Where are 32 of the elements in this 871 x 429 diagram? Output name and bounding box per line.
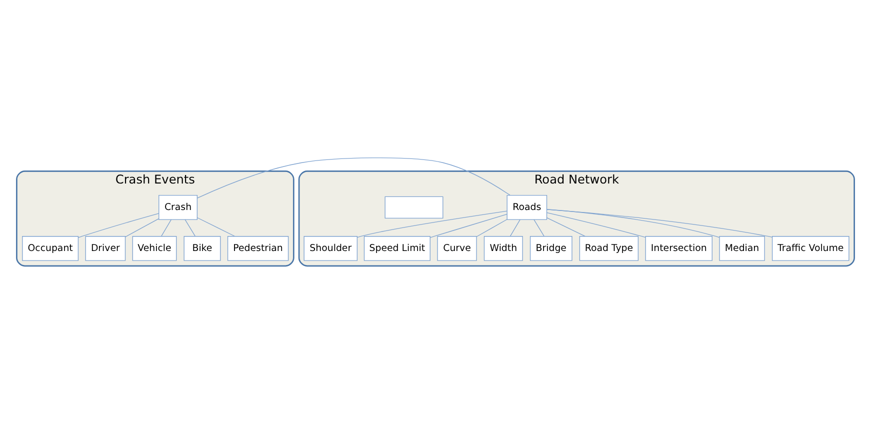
node-box: Crash bbox=[158, 195, 198, 220]
node-box: Roads bbox=[506, 195, 548, 220]
node-box: Shoulder bbox=[304, 236, 358, 261]
connector bbox=[196, 217, 236, 237]
connector bbox=[534, 219, 544, 237]
node-box: Speed Limit bbox=[364, 236, 430, 261]
node-box: Width bbox=[484, 236, 523, 261]
connector bbox=[184, 219, 196, 237]
node-box: Driver bbox=[85, 236, 126, 261]
connector bbox=[161, 219, 172, 237]
node-box bbox=[384, 196, 444, 219]
connector bbox=[196, 158, 510, 198]
connector bbox=[546, 209, 720, 238]
connector bbox=[546, 217, 586, 237]
connector bbox=[546, 212, 646, 238]
connector bbox=[430, 214, 508, 238]
node-box: Bridge bbox=[530, 236, 572, 261]
connector bbox=[78, 213, 160, 238]
node-box: Road Type bbox=[579, 236, 639, 261]
node-box: Intersection bbox=[645, 236, 712, 261]
node-box: Median bbox=[719, 236, 765, 261]
connector bbox=[510, 219, 520, 237]
connector bbox=[356, 210, 508, 238]
node-box: Pedestrian bbox=[227, 236, 289, 261]
connector bbox=[124, 218, 160, 238]
connector bbox=[546, 209, 772, 238]
node-box: Bike bbox=[184, 236, 221, 261]
node-box: Traffic Volume bbox=[772, 236, 850, 261]
node-box: Occupant bbox=[22, 236, 79, 261]
node-box: Vehicle bbox=[132, 236, 177, 261]
node-box: Curve bbox=[437, 236, 477, 261]
connector bbox=[476, 219, 508, 237]
